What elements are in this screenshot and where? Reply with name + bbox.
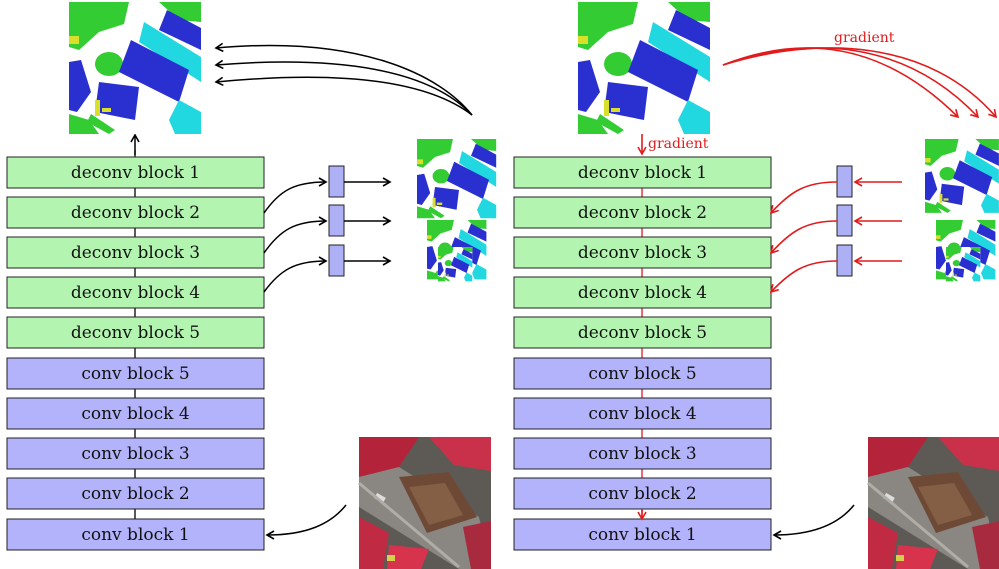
block-label: deconv block 5: [578, 323, 707, 343]
side-conv-box: [328, 165, 345, 198]
block-label: conv block 2: [588, 484, 696, 504]
right-gradient-arrows: [722, 47, 998, 119]
branch-arrow: [263, 177, 328, 214]
left-conv-stack: conv block 5 conv block 4 conv block 3 c…: [6, 357, 265, 551]
block-label: deconv block 4: [578, 283, 707, 303]
block-label: conv block 5: [588, 364, 696, 384]
deconv-block: [6, 276, 265, 309]
conv-block: [513, 477, 772, 510]
deconv-block: [6, 156, 265, 189]
right-side-outputs: [925, 139, 999, 282]
deconv-block: [6, 236, 265, 269]
conv-block: [513, 518, 772, 551]
conv-block: [6, 397, 265, 430]
side-conv-box: [836, 165, 853, 198]
left-side-branches: [263, 165, 392, 293]
right-deconv-stack: deconv block 1 deconv block 2 deconv blo…: [513, 156, 772, 349]
block-label: deconv block 3: [578, 243, 707, 263]
right-input-image: [866, 435, 999, 569]
branch-arrow: [263, 256, 328, 293]
conv-block: [513, 437, 772, 470]
conv-block: [6, 518, 265, 551]
gradient-label-top: gradient: [648, 136, 709, 152]
side-conv-box: [836, 204, 853, 237]
block-label: deconv block 2: [578, 203, 707, 223]
conv-block: [513, 357, 772, 390]
left-output-segmap: [69, 2, 201, 134]
conv-block: [6, 477, 265, 510]
block-label: conv block 3: [588, 444, 696, 464]
branch-arrow: [263, 216, 328, 254]
left-return-arrows: [214, 42, 473, 116]
block-label: deconv block 4: [71, 283, 200, 303]
block-label: conv block 4: [588, 404, 696, 424]
block-label: conv block 1: [81, 525, 189, 545]
left-deconv-stack: deconv block 1 deconv block 2 deconv blo…: [6, 156, 265, 349]
deconv-block: [513, 196, 772, 229]
side-conv-box: [328, 204, 345, 237]
block-label: deconv block 2: [71, 203, 200, 223]
deconv-block: [513, 236, 772, 269]
block-label: deconv block 5: [71, 323, 200, 343]
left-panel: deconv block 1 deconv block 2 deconv blo…: [6, 2, 497, 569]
block-label: conv block 2: [81, 484, 189, 504]
conv-block: [6, 437, 265, 470]
side-conv-box: [836, 244, 853, 277]
block-label: conv block 4: [81, 404, 189, 424]
deconv-block: [513, 316, 772, 349]
block-label: deconv block 1: [71, 163, 200, 183]
deconv-block: [6, 316, 265, 349]
input-arrow: [265, 504, 347, 540]
conv-block: [6, 357, 265, 390]
deconv-block: [6, 196, 265, 229]
right-side-branches: [769, 165, 902, 294]
block-label: conv block 5: [81, 364, 189, 384]
block-label: deconv block 1: [578, 163, 707, 183]
input-arrow: [772, 504, 855, 540]
left-side-outputs: [417, 139, 497, 282]
block-label: deconv block 3: [71, 243, 200, 263]
deconv-block: [513, 276, 772, 309]
right-panel: gradient deconv block 1 deconv block 2 d…: [513, 2, 999, 569]
deconv-block: [513, 156, 772, 189]
side-conv-box: [328, 244, 345, 277]
right-output-segmap: [578, 2, 710, 134]
block-label: conv block 3: [81, 444, 189, 464]
gradient-label-side: gradient: [834, 30, 895, 46]
right-conv-stack: conv block 5 conv block 4 conv block 3 c…: [513, 357, 772, 551]
conv-block: [513, 397, 772, 430]
block-label: conv block 1: [588, 525, 696, 545]
left-input-image: [357, 435, 493, 569]
